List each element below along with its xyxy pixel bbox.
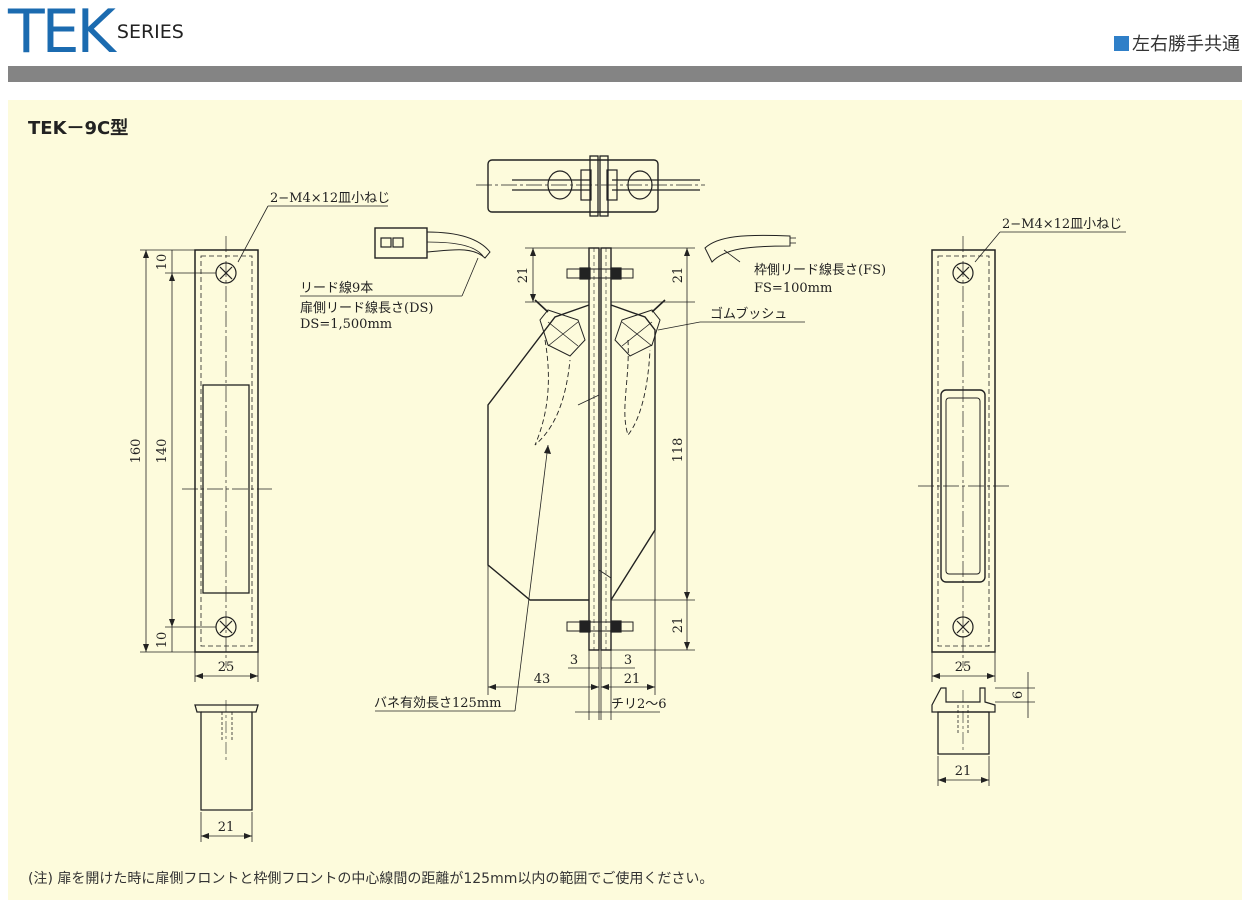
callout-lead-count: リード線9本 — [300, 280, 373, 296]
callout-frame-lead-value: FS=100mm — [754, 281, 832, 296]
dim-gap-left: 3 — [570, 653, 578, 668]
compatibility-label: 左右勝手共通 — [1114, 30, 1240, 56]
callout-spring-length: バネ有効長さ125mm — [374, 696, 501, 711]
dim-center-right-width: 21 — [624, 672, 641, 687]
usage-note: (注) 扉を開けた時に扉側フロントと枠側フロントの中心線間の距離が125mm以内… — [28, 871, 714, 887]
square-bullet-icon — [1114, 36, 1129, 51]
dim-left-width: 25 — [218, 660, 235, 675]
callout-door-lead-value: DS=1,500mm — [300, 317, 392, 332]
dim-center-top-left: 21 — [516, 267, 531, 284]
callout-frame-lead: 枠側リード線長さ(FS) — [754, 262, 886, 278]
frame-connector — [704, 234, 796, 263]
center-dimension-lines — [487, 247, 695, 720]
dim-center-top-right: 21 — [671, 267, 686, 284]
arrowheads — [143, 248, 995, 839]
callout-door-lead: 扉側リード線長さ(DS) — [300, 300, 433, 316]
screw-bottom — [566, 620, 634, 633]
dim-gap-right: 3 — [624, 653, 632, 668]
frame-front-plate — [918, 236, 1010, 668]
dim-right-width: 25 — [955, 660, 972, 675]
leader-lines — [237, 205, 1126, 712]
dim-left-bottom: 10 — [155, 632, 170, 649]
compatibility-text: 左右勝手共通 — [1132, 34, 1240, 55]
header-divider-bar — [8, 66, 1242, 82]
dim-right-cap-height: 6 — [1011, 691, 1026, 699]
dim-left-pitch: 140 — [155, 439, 170, 464]
dim-right-cap-width: 21 — [955, 764, 972, 779]
top-plan-view — [476, 155, 705, 217]
right-dimension-lines — [931, 652, 996, 682]
frame-front-side-view — [600, 247, 612, 651]
dim-left-cap-width: 21 — [218, 820, 235, 835]
logo-main-text: TEK — [8, 0, 116, 67]
spring-cover — [487, 304, 656, 601]
callout-rubber-bush: ゴムブッシュ — [710, 306, 787, 322]
drawing-panel — [8, 100, 1242, 900]
frame-screw-hole-top — [952, 262, 974, 284]
callout-screw-left: 2−M4×12皿小ねじ — [270, 191, 390, 206]
dim-center-left-width: 43 — [534, 672, 551, 687]
logo-sub-text: SERIES — [116, 21, 184, 43]
callout-screw-right: 2−M4×12皿小ねじ — [1002, 217, 1122, 232]
dim-left-top: 10 — [155, 254, 170, 271]
door-connector — [374, 227, 491, 259]
door-front-plate — [182, 236, 272, 668]
screw-hole-bottom — [215, 616, 237, 638]
frame-screw-hole-bottom — [952, 616, 974, 638]
dim-center-bottom: 21 — [671, 617, 686, 634]
screw-top — [566, 267, 634, 280]
left-dimension-lines — [140, 249, 259, 682]
frame-plate-cap — [931, 672, 1035, 786]
dim-left-overall: 160 — [129, 439, 144, 464]
rubber-bush — [534, 299, 666, 357]
callout-clearance: チリ2〜6 — [611, 697, 667, 712]
model-title: TEK－9C型 — [28, 118, 129, 139]
door-front-side-view — [588, 247, 600, 651]
door-plate-cap — [194, 700, 259, 842]
dim-center-height: 118 — [671, 438, 686, 463]
